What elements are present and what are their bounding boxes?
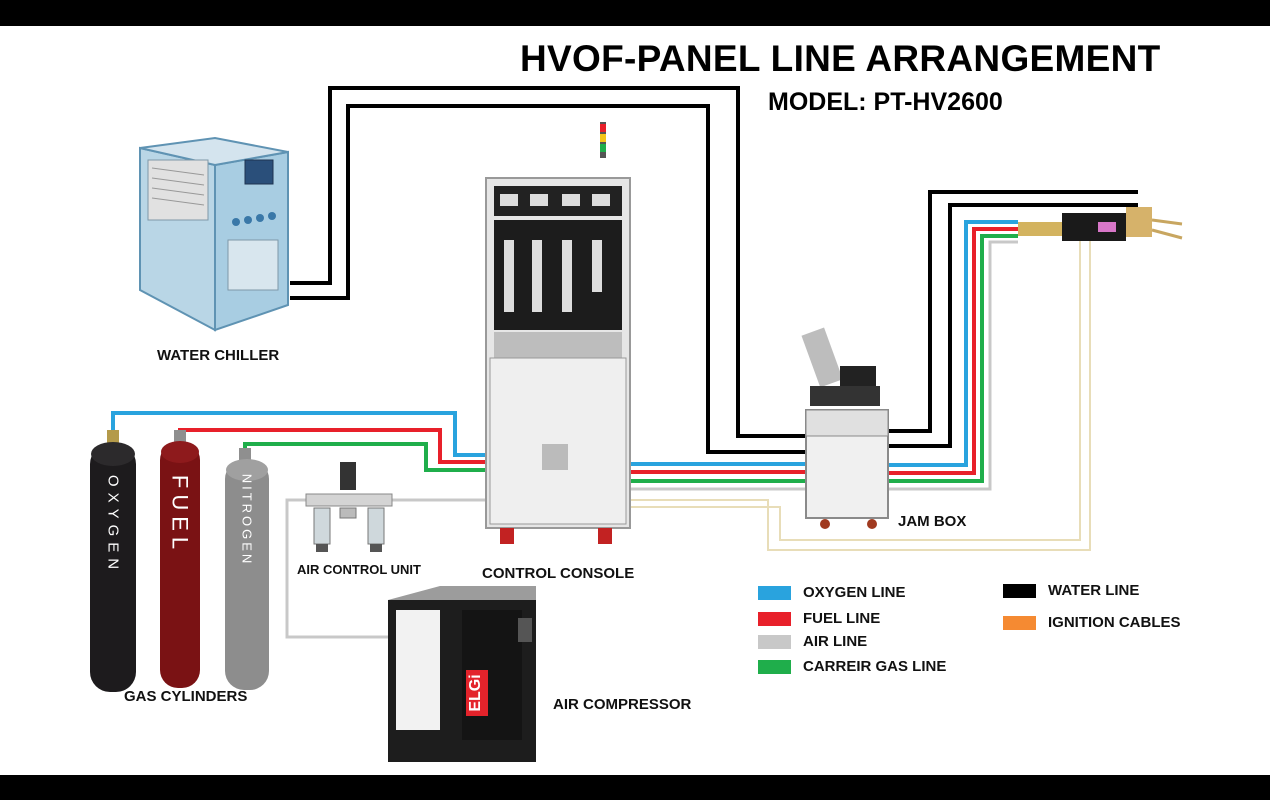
carrier-gas-line-gun (888, 234, 1018, 483)
legend-label: IGNITION CABLES (1048, 614, 1181, 631)
fuel-cylinder-label: FUEL (168, 475, 193, 555)
legend-label: WATER LINE (1048, 582, 1140, 599)
carrier-gas-line-cylinder (243, 442, 486, 472)
legend-label: FUEL LINE (803, 610, 881, 627)
legend-swatch (1003, 583, 1036, 598)
air-compressor (388, 586, 536, 762)
control-console-label: CONTROL CONSOLE (482, 565, 635, 582)
water-line-inner (290, 104, 806, 454)
hvof-spray-gun (1018, 207, 1183, 241)
oxygen-cylinder (90, 430, 136, 692)
water-chiller-label: WATER CHILLER (157, 347, 280, 364)
gas-cylinders-label: GAS CYLINDERS (124, 688, 248, 705)
legend-label: AIR LINE (803, 633, 868, 650)
water-line-outer (290, 86, 806, 438)
legend-swatch (758, 585, 791, 600)
ignition-cable-inner (626, 240, 1081, 541)
oxygen-cylinder-label: OXYGEN (105, 475, 122, 575)
model-subtitle: MODEL: PT-HV2600 (768, 88, 1003, 116)
oxygen-line-gun (888, 220, 1018, 467)
air-line-gun (888, 240, 1018, 491)
air-control-unit-label: AIR CONTROL UNIT (297, 562, 421, 577)
air-control-unit (305, 462, 393, 552)
legend-swatch (1003, 615, 1036, 630)
bottom-letterbox-bar (0, 775, 1270, 800)
oxygen-line-cylinder (111, 411, 486, 457)
air-line-compressor (285, 498, 388, 639)
legend-item-water: WATER LINE (1003, 582, 1139, 599)
fuel-cylinder (160, 430, 200, 688)
top-letterbox-bar (0, 0, 1270, 26)
jam-box (801, 327, 889, 529)
legend-item-ignition: IGNITION CABLES (1003, 614, 1181, 631)
legend-item-air: AIR LINE (758, 633, 867, 650)
water-line-gun-inner (888, 203, 1138, 448)
control-console (485, 122, 631, 544)
fuel-line-gun (888, 227, 1018, 475)
compressor-brand-logo: ELGi (467, 674, 484, 711)
legend-swatch (758, 634, 791, 649)
nitrogen-cylinder (225, 448, 269, 690)
air-compressor-label: AIR COMPRESSOR (553, 696, 692, 713)
legend-swatch (758, 611, 791, 626)
water-line-gun-outer (888, 190, 1138, 433)
legend-item-oxygen: OXYGEN LINE (758, 584, 906, 601)
legend-swatch (758, 659, 791, 674)
legend-item-fuel: FUEL LINE (758, 610, 880, 627)
ignition-cable-outer (626, 240, 1091, 551)
jam-box-label: JAM BOX (898, 513, 967, 530)
nitrogen-cylinder-label: NITROGEN (240, 474, 255, 567)
legend-label: OXYGEN LINE (803, 584, 906, 601)
legend-item-carrier-gas: CARREIR GAS LINE (758, 658, 946, 675)
water-chiller (139, 136, 289, 332)
legend-label: CARREIR GAS LINE (803, 658, 947, 675)
page-title: HVOF-PANEL LINE ARRANGEMENT (520, 38, 1161, 79)
